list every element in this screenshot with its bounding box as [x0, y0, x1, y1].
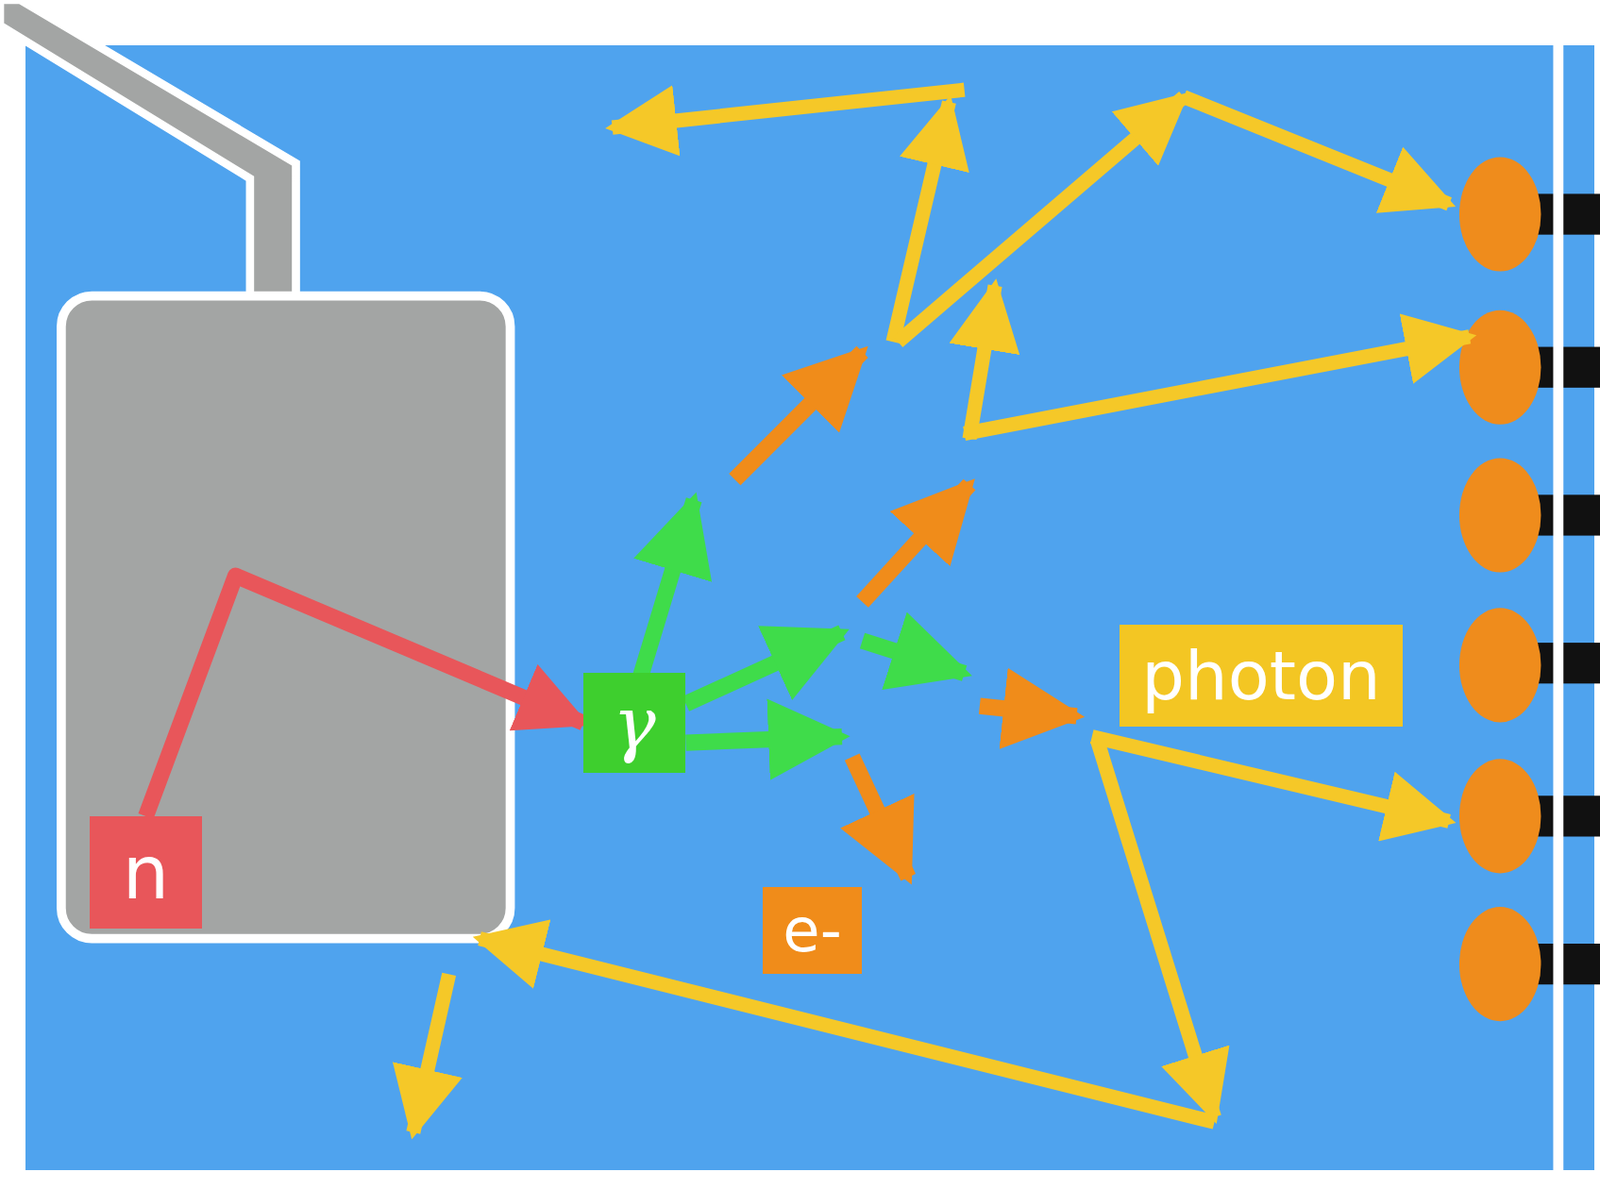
source-vessel: [61, 296, 511, 940]
neutron-track: [146, 575, 585, 817]
source-pipe: [0, 0, 297, 297]
particle-label-box: n: [89, 816, 203, 929]
pmt-array: [1459, 40, 1600, 1174]
electron-tracks: [734, 352, 1077, 878]
photon-tracks: [413, 89, 1470, 1133]
particle-name: photon: [1141, 636, 1381, 716]
particle-name: γ: [612, 681, 656, 766]
particle-label-box: γ: [583, 673, 686, 774]
particle-name: n: [122, 830, 169, 916]
particle-name: e-: [782, 895, 842, 966]
particle-label-box: photon: [1119, 624, 1403, 727]
particle-label-box: e-: [762, 887, 862, 975]
